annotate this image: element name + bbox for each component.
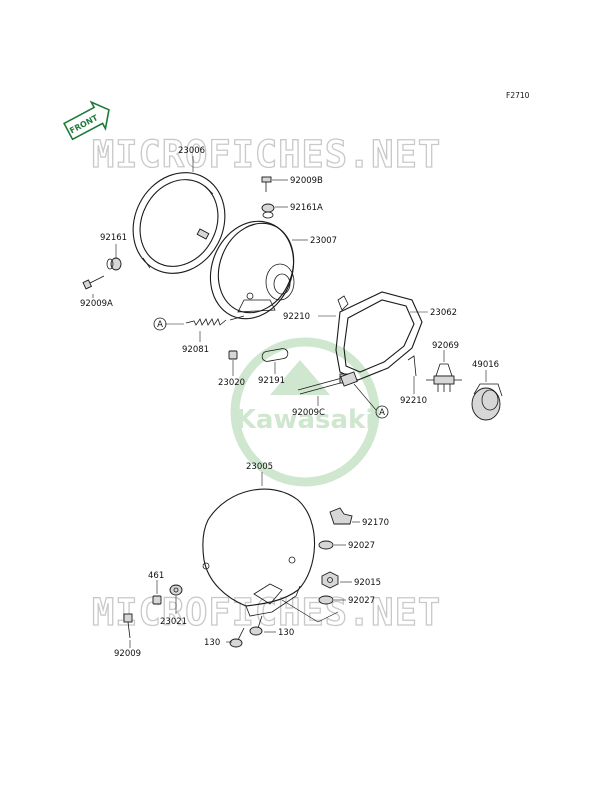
label-23007: 23007 [310,236,337,246]
label-23005: 23005 [246,462,273,472]
label-92009a: 92009A [80,299,113,309]
tube-92191 [261,348,289,362]
bolt-130-left [229,627,245,648]
svg-text:A: A [379,408,385,418]
grommet-92161 [106,257,122,271]
label-23021: 23021 [160,617,187,627]
washer-92027-bottom [318,595,334,605]
ref-marker-a-left: A [153,317,167,331]
label-92161a: 92161A [290,203,323,213]
washer-92027-top [318,540,334,550]
watermark-top: MICROFICHES.NET [92,133,441,176]
label-92009: 92009 [114,649,141,659]
label-461: 461 [148,571,164,581]
label-92081: 92081 [182,345,209,355]
ref-marker-a-right: A [375,405,389,419]
label-23006: 23006 [178,146,205,156]
grommet-23021 [169,584,183,596]
headlight-unit [209,220,295,321]
bulb-92069 [426,363,462,392]
label-92210-bottom: 92210 [400,396,427,406]
label-92009b: 92009B [290,176,323,186]
headlight-rim [132,172,226,274]
label-130-left: 130 [204,638,220,648]
label-49016: 49016 [472,360,499,370]
figure-code: F2710 [506,91,530,100]
clip-92170 [329,507,353,525]
bolt-130-right [249,615,263,636]
headlight-housing [202,488,316,617]
bolt-92009b [261,176,272,192]
screw-92009 [123,613,133,639]
label-130-right: 130 [278,628,294,638]
label-92161: 92161 [100,233,127,243]
label-92027-bottom: 92027 [348,596,375,606]
nut-92015 [321,571,339,589]
socket-cover-49016 [471,383,503,421]
svg-text:Kawasaki: Kawasaki [236,405,374,435]
svg-text:A: A [157,320,163,330]
label-92027-top: 92027 [348,541,375,551]
label-23020: 23020 [218,378,245,388]
screw-92009a [82,275,105,290]
label-23062: 23062 [430,308,457,318]
label-92009c: 92009C [292,408,325,418]
label-92069: 92069 [432,341,459,351]
headlight-bracket [335,291,423,387]
spring-92081 [185,318,227,326]
label-92170: 92170 [362,518,389,528]
front-badge: FRONT [63,100,110,141]
nut-23020 [228,350,238,360]
nut-461 [152,595,162,605]
label-92191: 92191 [258,376,285,386]
watermark-bottom: MICROFICHES.NET [92,591,441,634]
label-92210-top: 92210 [283,312,310,322]
grommet-92161a [261,203,275,219]
label-92015: 92015 [354,578,381,588]
kawasaki-logo-watermark: Kawasaki [230,337,380,487]
